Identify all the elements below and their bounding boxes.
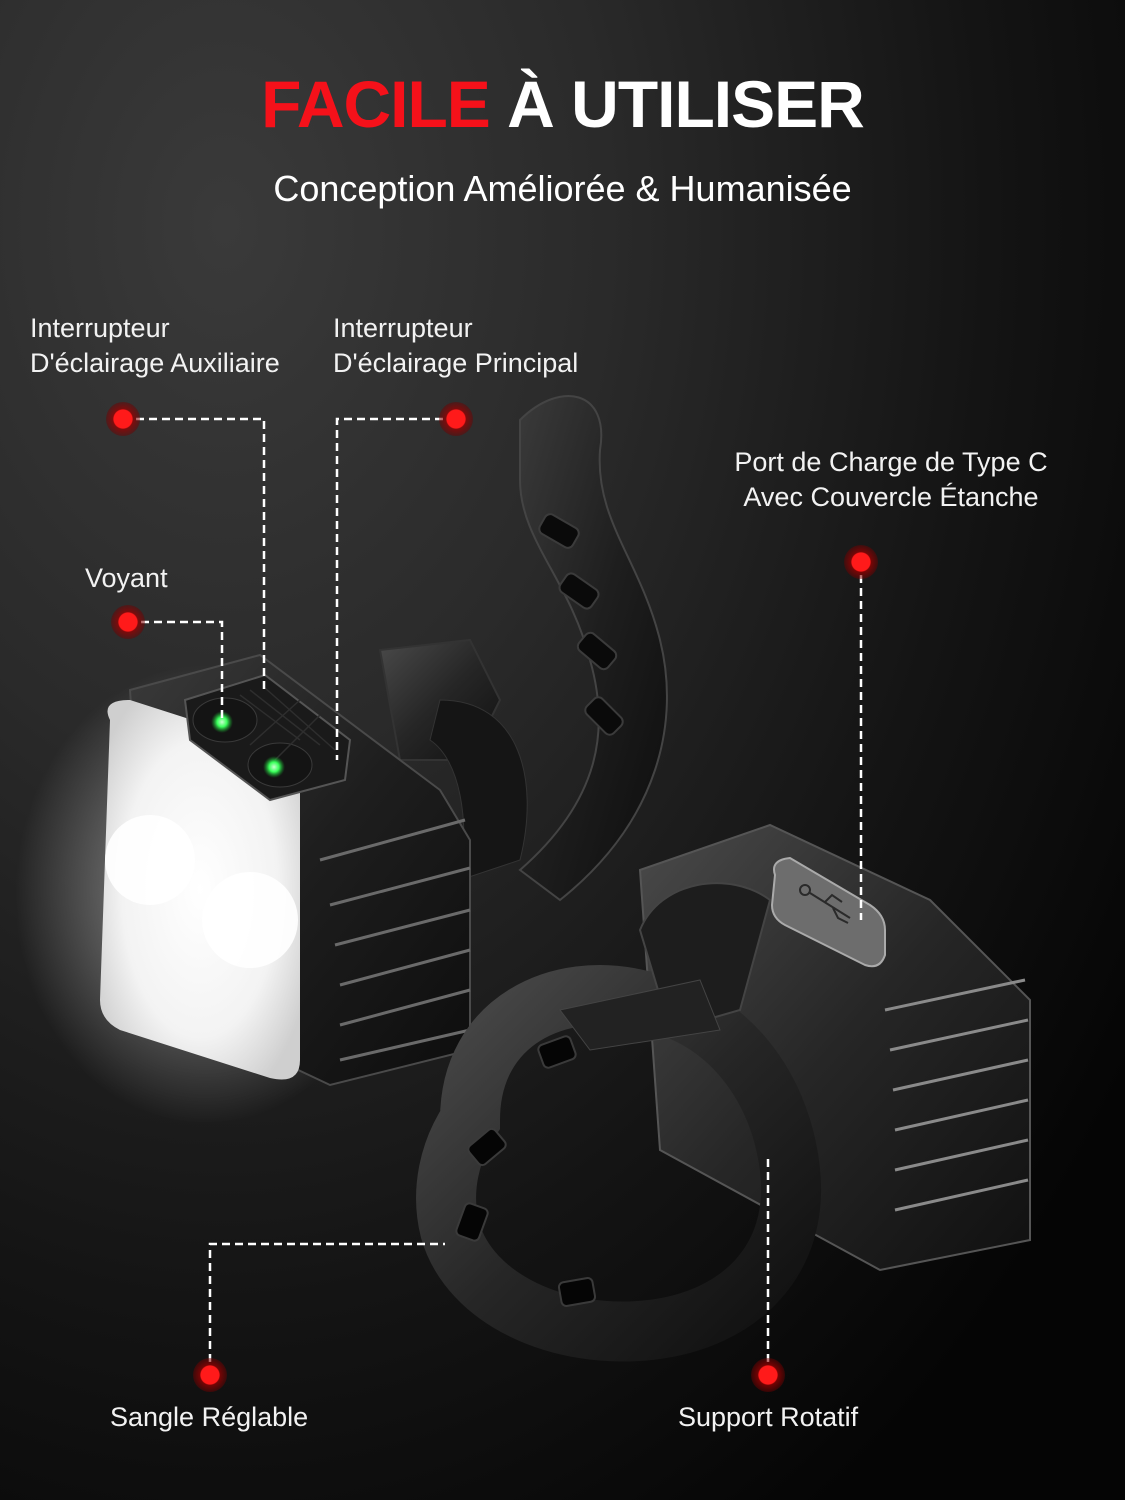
- mount-label: Support Rotatif: [678, 1402, 859, 1432]
- main-switch-leader: [335, 417, 456, 760]
- main-switch-label: Interrupteur D'éclairage Principal: [333, 311, 578, 381]
- title-rest: À UTILISER: [507, 67, 865, 141]
- aux-switch-label-line2: D'éclairage Auxiliaire: [30, 348, 280, 378]
- main-switch-marker: [439, 402, 473, 436]
- usb-icon: [799, 884, 851, 924]
- charge-port-label-line2: Avec Couvercle Étanche: [743, 482, 1039, 512]
- aux-switch-marker: [106, 402, 140, 436]
- charge-port-label: Port de Charge de Type C Avec Couvercle …: [716, 445, 1066, 515]
- page-subtitle: Conception Améliorée & Humanisée: [273, 168, 852, 209]
- aux-switch-leader: [123, 417, 266, 690]
- page-title: FACILE À UTILISER: [0, 66, 1125, 142]
- front-lens: [100, 700, 300, 1080]
- title-accent: FACILE: [261, 67, 491, 141]
- charge-port-marker: [844, 545, 878, 579]
- strap-label: Sangle Réglable: [110, 1402, 309, 1432]
- mount-marker: [751, 1358, 785, 1392]
- indicator-marker: [111, 605, 145, 639]
- adjustable-strap: [416, 965, 822, 1362]
- indicator-label: Voyant: [85, 563, 168, 593]
- strap-leader: [208, 1242, 445, 1375]
- charge-port-label-line1: Port de Charge de Type C: [734, 447, 1048, 477]
- strap-marker: [193, 1358, 227, 1392]
- main-switch-label-line2: D'éclairage Principal: [333, 348, 579, 378]
- led-indicator-icon: [211, 711, 233, 733]
- aux-switch-label: Interrupteur D'éclairage Auxiliaire: [30, 311, 280, 381]
- usb-port-cover[interactable]: [770, 856, 886, 968]
- led-indicator-icon: [263, 756, 285, 778]
- aux-switch-label-line1: Interrupteur: [30, 313, 170, 343]
- main-switch-label-line1: Interrupteur: [333, 313, 473, 343]
- indicator-leader: [128, 620, 224, 718]
